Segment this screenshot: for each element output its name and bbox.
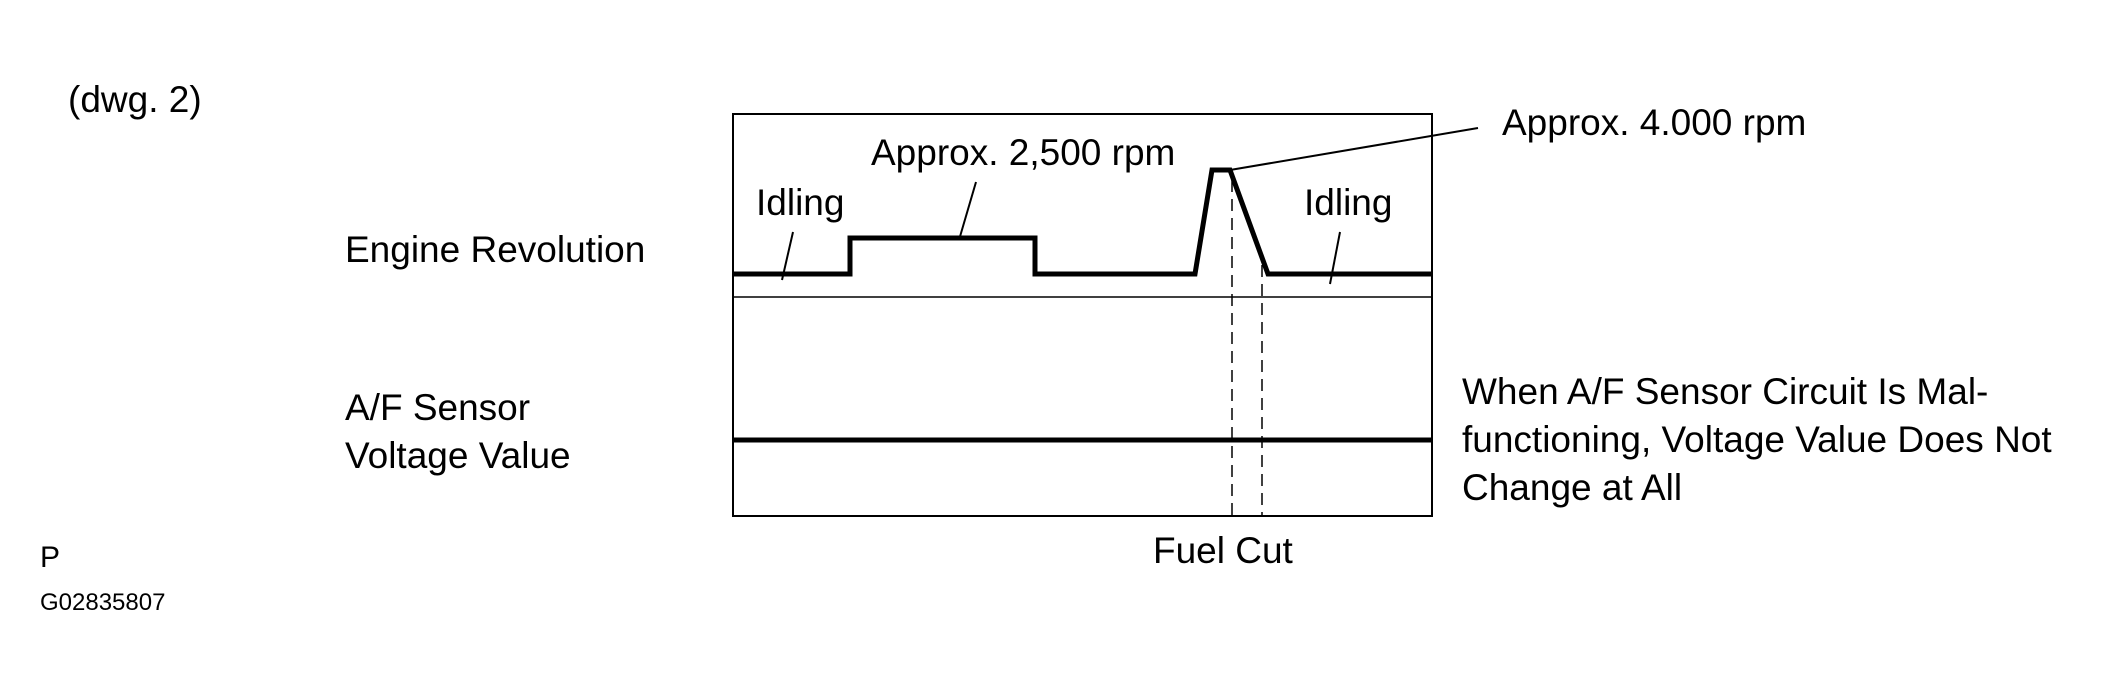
approx-2500-label: Approx. 2,500 rpm [871, 132, 1175, 173]
note-line2: functioning, Voltage Value Does Not [1462, 419, 2052, 460]
fuel-cut-label: Fuel Cut [1153, 530, 1294, 571]
af-sensor-label-line2: Voltage Value [345, 435, 571, 476]
approx-2500-leader [958, 181, 977, 241]
idling-left-leader [781, 231, 794, 281]
note-line1: When A/F Sensor Circuit Is Mal- [1462, 371, 1988, 412]
engine-revolution-label: Engine Revolution [345, 229, 645, 270]
af-sensor-label-line1: A/F Sensor [345, 387, 530, 428]
footer-marker: P [40, 541, 60, 574]
approx-4000-label: Approx. 4.000 rpm [1502, 102, 1806, 143]
idling-right-leader [1329, 231, 1341, 285]
idling-left-label: Idling [756, 182, 844, 223]
engine-revolution-waveform [733, 167, 1432, 277]
chart-frame [732, 113, 1433, 517]
idling-right-label: Idling [1304, 182, 1392, 223]
drawing-label: (dwg. 2) [68, 79, 202, 120]
note-line3: Change at All [1462, 467, 1682, 508]
footer-code: G02835807 [40, 589, 165, 616]
approx-4000-leader [1229, 127, 1479, 171]
